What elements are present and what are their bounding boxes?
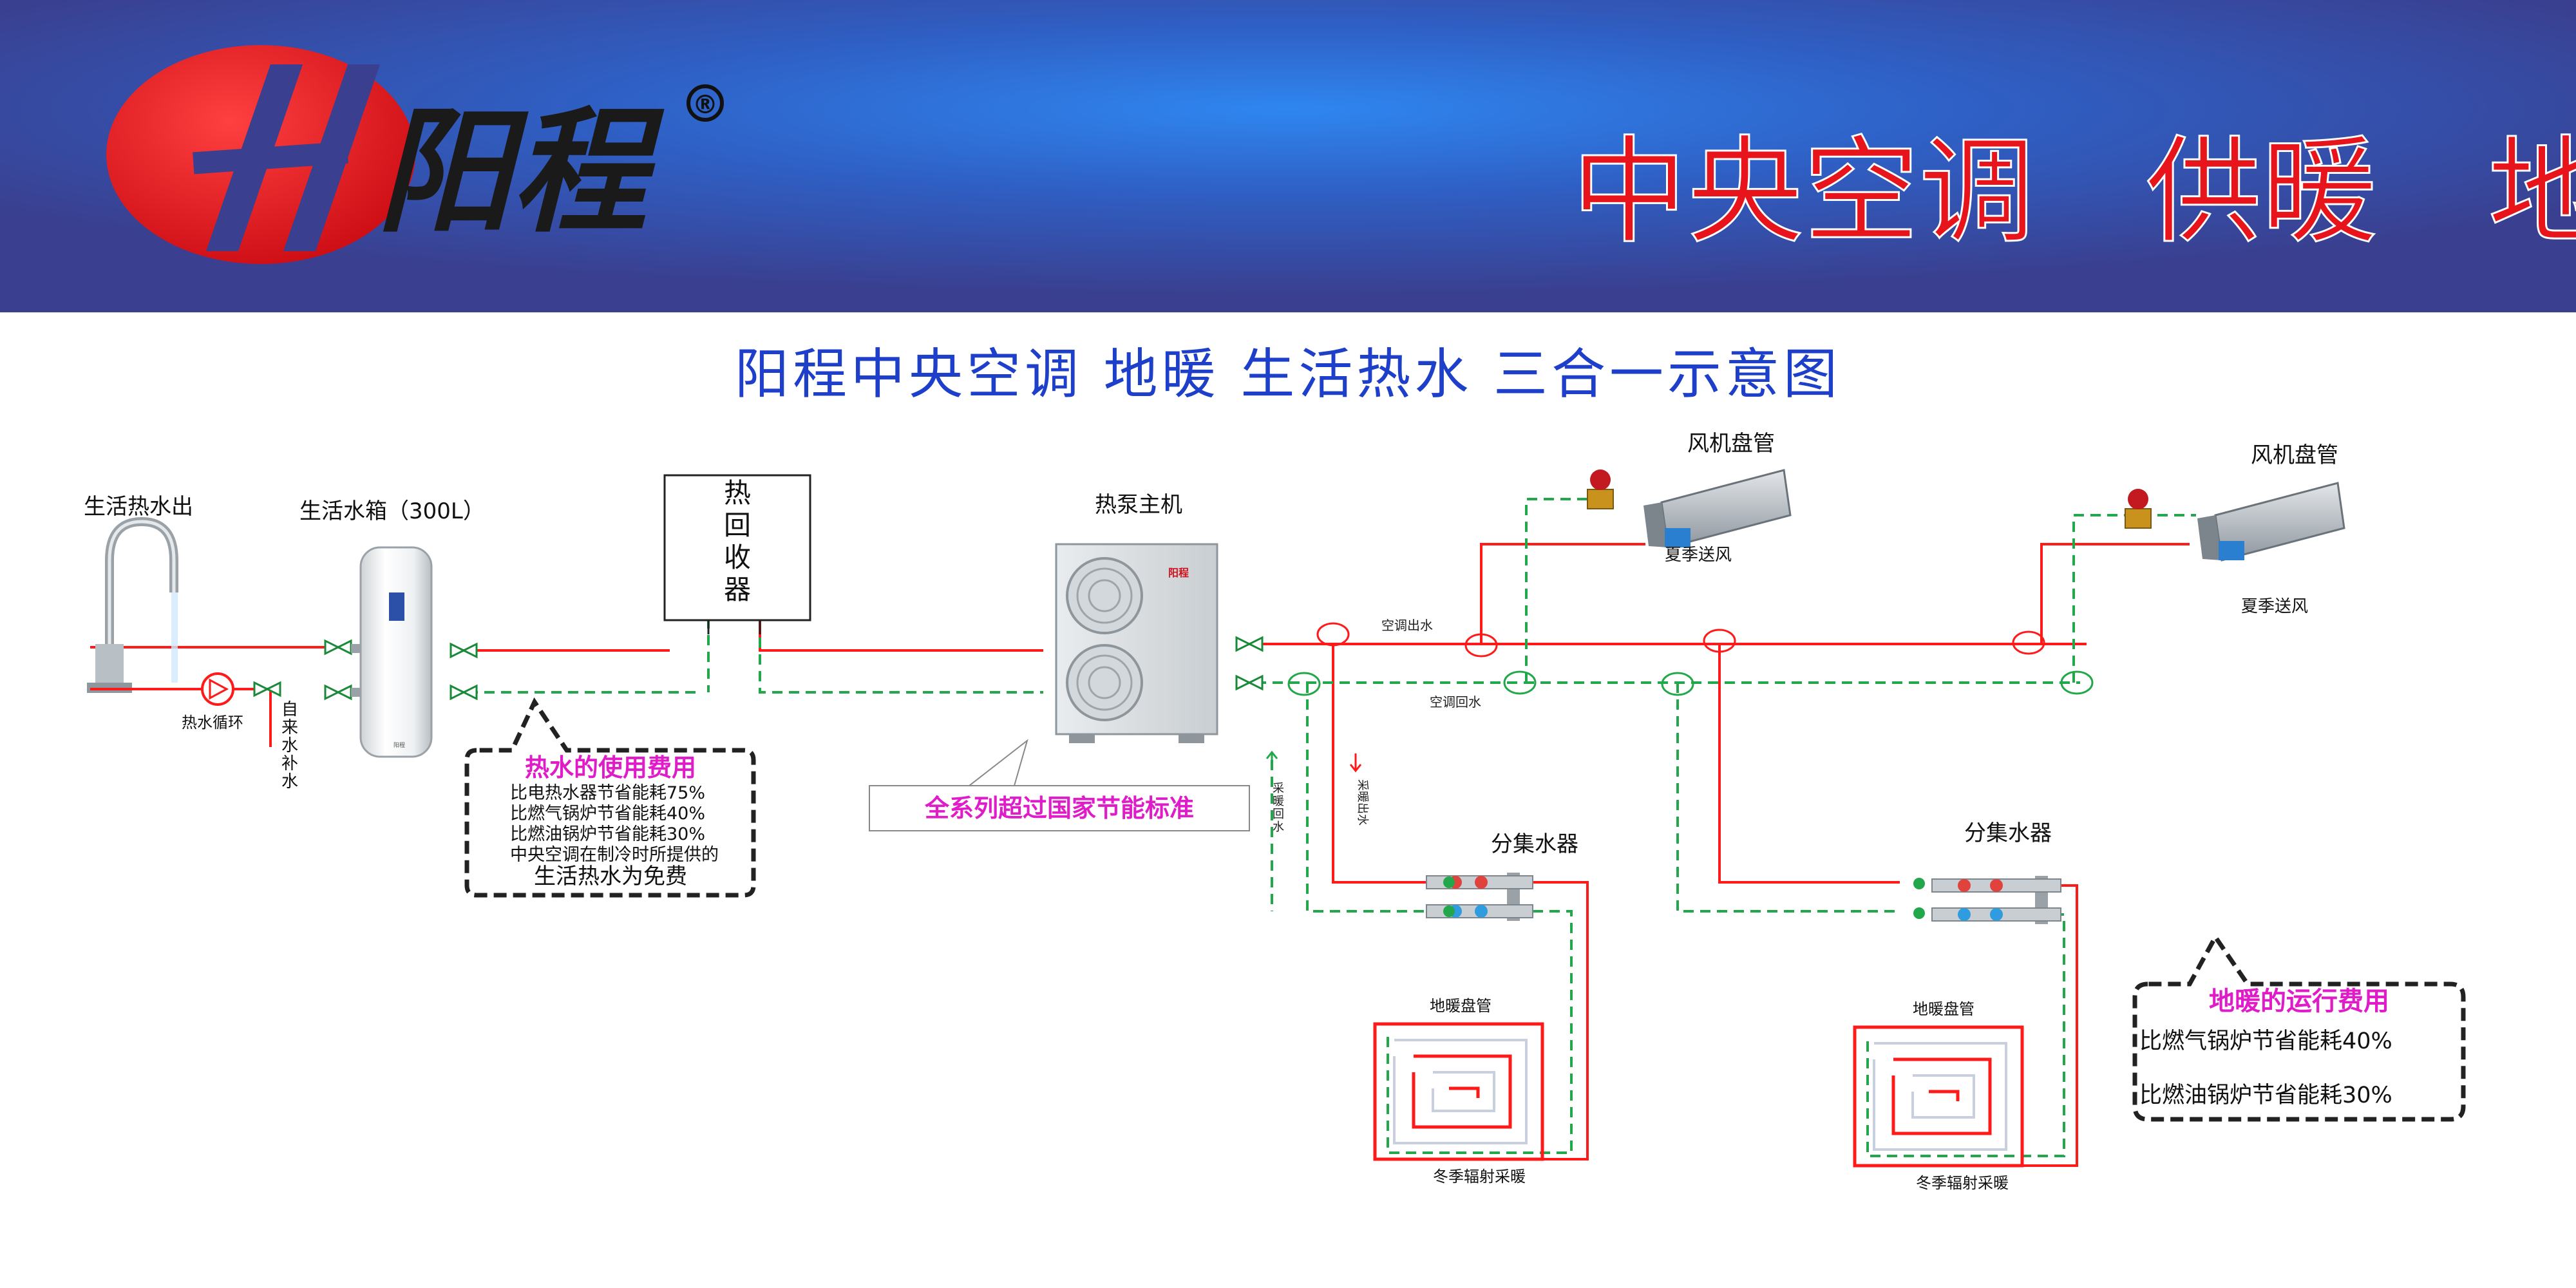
unit-brand: 阳程 [1168, 567, 1189, 579]
return-pipes [451, 498, 2196, 1157]
standard-note-callout [869, 739, 1250, 831]
label-fan-coil-right: 风机盘管 [2251, 442, 2338, 468]
label-floor-coil-left: 地暖盘管 [1430, 997, 1492, 1015]
label-heating-return-2: 暖 [1273, 795, 1284, 808]
label-heat-recovery-3: 收 [724, 542, 751, 573]
label-refill-1: 自 [281, 700, 298, 719]
hot-junctions [1316, 622, 2045, 658]
label-manifold-left: 分集水器 [1491, 831, 1578, 857]
faucet [87, 516, 178, 693]
hot-water-cost-last: 生活热水为免费 [534, 864, 687, 889]
label-winter-right: 冬季辐射采暖 [1916, 1174, 2009, 1192]
label-winter-left: 冬季辐射采暖 [1433, 1168, 1526, 1186]
manifold-left [1426, 873, 1533, 921]
hot-water-cost-callout [464, 697, 756, 898]
hot-water-cost-line-4: 中央空调在制冷时所提供的 [510, 845, 719, 865]
floor-coil-right [1853, 1025, 2024, 1168]
label-heating-return-3: 回 [1273, 808, 1284, 821]
fan-coil-valves [1587, 469, 2152, 529]
header-slogan: 中央空调 供暖 地暖 [1571, 125, 2576, 260]
label-fan-coil-left: 风机盘管 [1687, 431, 1775, 457]
label-heating-return-4: 水 [1273, 820, 1284, 834]
header-band [0, 0, 2576, 312]
label-heat-recovery-2: 回 [724, 509, 751, 541]
label-summer-air-left: 夏季送风 [1665, 545, 1732, 565]
label-summer-air-right: 夏季送风 [2241, 597, 2308, 616]
label-heat-recovery-4: 器 [724, 574, 751, 605]
return-arrows [1265, 750, 1278, 770]
flow-arrows [1349, 753, 1362, 773]
heat-pump-unit: 阳程 [1055, 543, 1218, 743]
label-tank: 生活水箱（300L） [299, 498, 485, 524]
label-heat-recovery-1: 热 [724, 477, 751, 509]
label-refill-3: 水 [281, 736, 298, 755]
diagram-title: 阳程中央空调 地暖 生活热水 三合一示意图 [735, 343, 1841, 406]
floor-cost-line-2: 比燃油锅炉节省能耗30% [2139, 1083, 2392, 1108]
floor-cost-line-1: 比燃气锅炉节省能耗40% [2139, 1028, 2392, 1054]
fan-coil-right [2197, 482, 2345, 562]
manifold-right [1931, 876, 2061, 924]
return-junctions [1287, 670, 2094, 696]
hot-water-cost-title: 热水的使用费用 [525, 753, 696, 782]
hot-water-cost-line-2: 比燃气锅炉节省能耗40% [510, 804, 705, 824]
floor-cost-callout [2132, 933, 2466, 1122]
label-refill-5: 水 [281, 772, 298, 791]
tank-brand: 阳程 [393, 742, 405, 749]
label-heat-pump: 热泵主机 [1095, 492, 1182, 518]
label-hot-water-out: 生活热水出 [84, 494, 193, 520]
brand-logo: 阳程 ® [106, 45, 724, 264]
label-ac-return: 空调回水 [1430, 694, 1481, 710]
hot-water-cost-line-3: 比燃油锅炉节省能耗30% [510, 824, 705, 844]
label-heating-supply: 采暖出水 [1356, 779, 1369, 826]
label-manifold-right: 分集水器 [1964, 820, 2052, 846]
fan-coil-left [1643, 469, 1792, 549]
manifold-pumps [1443, 876, 1925, 919]
hot-water-cost-line-1: 比电热水器节省能耗75% [510, 783, 705, 803]
label-refill-4: 补 [281, 754, 298, 773]
standard-note-text: 全系列超过国家节能标准 [924, 794, 1194, 822]
label-heating-return-1: 采 [1273, 782, 1284, 795]
registered-mark: ® [692, 90, 718, 120]
water-tank: 阳程 [351, 546, 433, 758]
label-refill-2: 来 [281, 718, 298, 737]
floor-cost-title: 地暖的运行费用 [2209, 987, 2389, 1016]
brand-name: 阳程 [377, 93, 665, 251]
floor-coil-left [1373, 1022, 1544, 1161]
label-floor-coil-right: 地暖盘管 [1913, 1000, 1975, 1018]
label-ac-supply: 空调出水 [1381, 618, 1433, 633]
label-circulation: 热水循环 [182, 714, 243, 732]
heat-recovery-unit [663, 474, 811, 634]
